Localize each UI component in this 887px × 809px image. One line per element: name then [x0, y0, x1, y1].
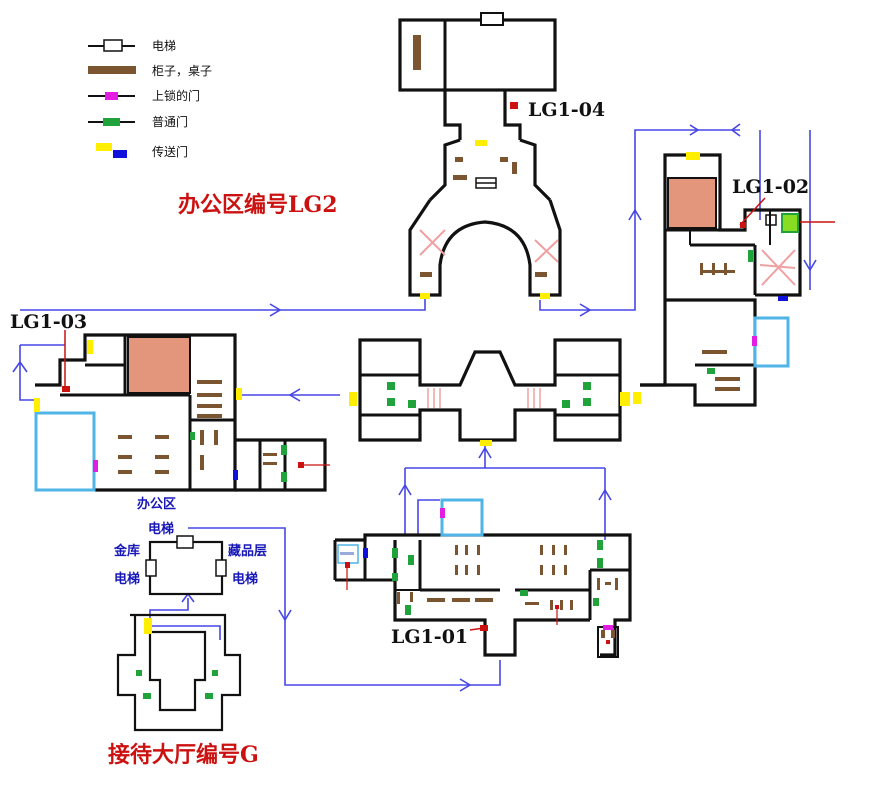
special-room-south [440, 498, 484, 537]
legend-furniture-icon [88, 66, 136, 74]
label-lg1-02: LG1-02 [732, 176, 809, 198]
elevator-icon [176, 535, 194, 549]
legend-teleporter-icon [96, 143, 127, 158]
label-lg1-03: LG1-03 [10, 311, 87, 333]
lg1-04-building [398, 12, 562, 299]
label-lg1-01: LG1-01 [391, 626, 468, 648]
south-building [333, 498, 632, 658]
elevator-icon [215, 559, 227, 577]
reception-hall [116, 613, 242, 732]
reception-title: 接待大厅编号G [108, 742, 259, 768]
legend-label-elevator: 电梯 [152, 39, 176, 53]
elevator-label-right: 电梯 [232, 571, 258, 587]
legend-label-furniture: 柜子，桌子 [152, 64, 212, 78]
legend-label-locked-door: 上锁的门 [152, 88, 200, 103]
central-hall [349, 338, 630, 446]
label-lg1-04: LG1-04 [528, 99, 605, 121]
special-room-east [753, 316, 790, 368]
legend-normal-door-icon [88, 118, 135, 126]
elevator-icon [480, 12, 504, 26]
teleport-routes [12, 123, 817, 692]
boss-room [127, 336, 191, 394]
elevator-icon [765, 214, 777, 226]
legend-label-normal-door: 普通门 [152, 114, 188, 129]
office-zone-small-label: 办公区 [137, 496, 176, 512]
legend: 电梯 柜子，桌子 上锁的门 普通门 传送门 [88, 39, 212, 159]
legend-label-teleporter: 传送门 [152, 144, 188, 159]
west-building [34, 333, 330, 492]
office-zone-title: 办公区编号LG2 [178, 192, 338, 218]
special-room-west [34, 411, 96, 492]
boss-room-east [667, 177, 717, 229]
elevator-hub [145, 535, 227, 596]
elevator-label-vault: 金库 [113, 543, 140, 559]
east-building [633, 152, 835, 407]
elevator-icon [145, 559, 157, 577]
legend-elevator-icon [88, 39, 135, 52]
elevator-label-top: 电梯 [148, 521, 174, 537]
elevator-label-collection: 藏品层 [228, 543, 267, 559]
legend-locked-door-icon [88, 92, 135, 100]
elevator-label-left: 电梯 [114, 571, 140, 587]
